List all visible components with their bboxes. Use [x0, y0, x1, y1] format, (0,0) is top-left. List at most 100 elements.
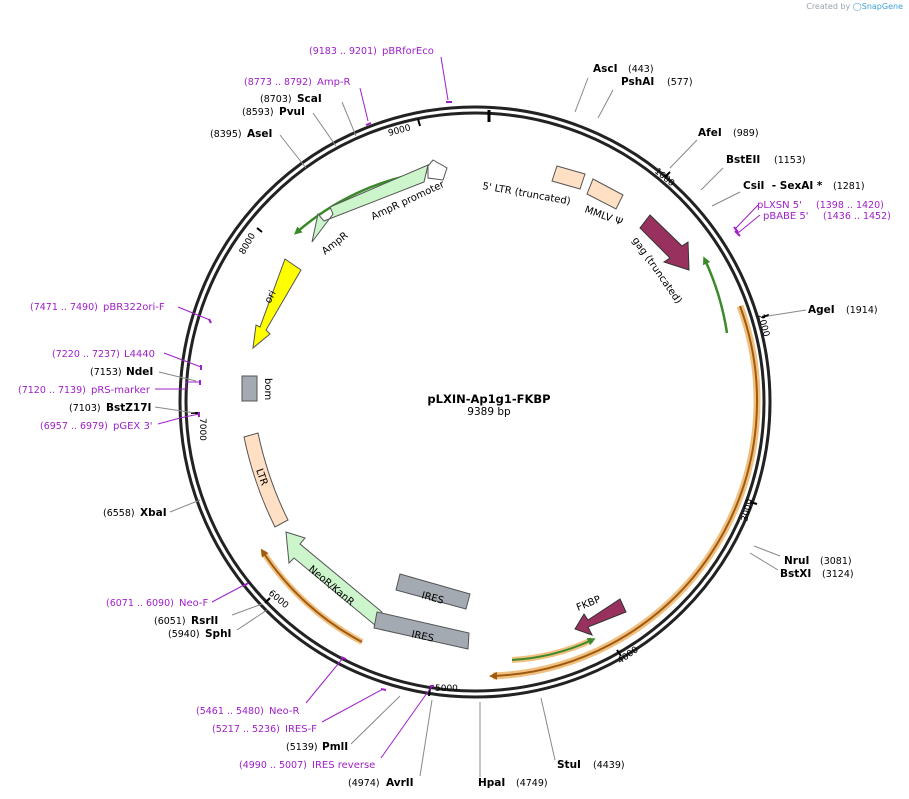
enzyme-pos: (6051): [154, 616, 186, 627]
enzyme-pos: (7153): [90, 367, 122, 378]
enzyme-pos: (989): [733, 128, 759, 139]
backbone-inner: [184, 111, 766, 693]
primer-ires-f[interactable]: (5217 .. 5236)IRES-F: [212, 724, 317, 735]
orf-gag: [703, 256, 729, 334]
orf-fkbp: [511, 638, 596, 661]
feature-mmlv-psi: [586, 178, 624, 210]
enzyme-pos: (1153): [774, 155, 806, 166]
enzyme-pos: (3081): [820, 556, 852, 567]
primer-name: pBRforEco: [382, 46, 434, 57]
enzyme-name: StuI: [557, 759, 581, 771]
enzyme-pos: (443): [628, 64, 654, 75]
enzyme-nruI[interactable]: NruI(3081): [784, 555, 852, 567]
primer-pos: (8773 .. 8792): [244, 77, 312, 88]
feature-neor: [285, 531, 383, 627]
feature-ampr-promoter: [427, 159, 448, 181]
enzyme-stuI[interactable]: StuI (4439): [557, 759, 625, 771]
primer-pbrforeco[interactable]: (9183 .. 9201) pBRforEco: [309, 46, 434, 57]
primer-pgex3[interactable]: (6957 .. 6979)pGEX 3': [40, 421, 153, 432]
primer-name: pBR322ori-F: [103, 302, 165, 313]
enzyme-pos: (8395): [210, 129, 242, 140]
enzyme-bstEII[interactable]: BstEII(1153): [726, 154, 806, 166]
primer-l4440[interactable]: (7220 .. 7237)L4440: [52, 349, 155, 360]
orf-main-highlight: [492, 304, 761, 680]
backbone-outer: [178, 105, 772, 699]
orf-main: [489, 305, 759, 680]
enzyme-name: AvrII: [386, 777, 414, 789]
enzyme-xbaI[interactable]: (6558) XbaI: [103, 507, 167, 519]
credit: Created by ◯SnapGene: [806, 2, 903, 11]
enzyme-name: PvuI: [279, 106, 305, 118]
primer-name: Amp-R: [317, 77, 351, 88]
credit-brand: SnapGene: [861, 2, 903, 11]
tick-5000: 5000: [435, 684, 458, 694]
label-fkbp: FKBP: [575, 594, 602, 614]
primer-name: IRES-F: [285, 724, 317, 735]
enzyme-name: SphI: [205, 628, 231, 640]
orf-neo: [260, 548, 363, 643]
tick-8000: 8000: [238, 231, 258, 256]
primer-name: Neo-R: [269, 706, 300, 717]
enzyme-pshAI[interactable]: PshAI(577): [621, 76, 693, 88]
enzyme-name: XbaI: [140, 507, 167, 519]
enzyme-pos: (8703): [260, 94, 292, 105]
feature-ampr: [311, 164, 429, 243]
enzyme-csiI-sexAI[interactable]: CsiI - SexAI *(1281): [743, 180, 865, 192]
primer-name: pLXSN 5': [757, 200, 802, 211]
primer-name: pRS-marker: [91, 385, 151, 396]
feature-5ltr: [551, 165, 586, 190]
primer-ires-reverse[interactable]: (4990 .. 5007)IRES reverse: [239, 760, 375, 771]
enzyme-pvuI[interactable]: (8593)PvuI: [242, 106, 305, 118]
label-ires-2: IRES: [410, 629, 434, 644]
enzyme-rsrII[interactable]: (6051)RsrII: [154, 615, 218, 627]
primer-pbabe5[interactable]: pBABE 5'(1436 .. 1452): [763, 211, 891, 222]
tick-7000: 7000: [197, 418, 207, 441]
enzyme-pos: (6558): [103, 508, 135, 519]
primer-name: Neo-F: [179, 598, 209, 609]
enzyme-name: AscI: [593, 63, 618, 75]
label-ampr: AmpR: [320, 230, 350, 257]
primer-neo-r[interactable]: (5461 .. 5480)Neo-R: [196, 706, 300, 717]
enzyme-ageI[interactable]: AgeI(1914): [808, 304, 878, 316]
primer-pos: (9183 .. 9201): [309, 46, 377, 57]
enzyme-name: NdeI: [126, 366, 153, 378]
enzyme-ascI[interactable]: AscI (443): [593, 63, 654, 75]
plasmid-name: pLXIN-Ap1g1-FKBP: [427, 392, 550, 406]
enzyme-pos: (1914): [846, 305, 878, 316]
enzyme-name: AseI: [247, 128, 272, 140]
primer-name: IRES reverse: [312, 760, 375, 771]
enzyme-bstZ17I[interactable]: (7103)BstZ17I: [69, 402, 151, 414]
enzyme-scaI[interactable]: (8703)ScaI: [260, 93, 322, 105]
tick-3000: 3000: [740, 498, 756, 523]
enzyme-afeI[interactable]: AfeI (989): [698, 127, 759, 139]
enzyme-pos: (3124): [822, 569, 854, 580]
primer-neo-f[interactable]: (6071 .. 6090)Neo-F: [106, 598, 209, 609]
enzyme-name: CsiI - SexAI *: [743, 180, 823, 192]
label-mmlv: MMLV Ψ: [583, 204, 624, 228]
enzyme-hpaI[interactable]: HpaI(4749): [478, 777, 548, 789]
primer-pos: (1398 .. 1420): [816, 200, 884, 211]
leader-lines: [154, 56, 807, 777]
label-5ltr: 5' LTR (truncated): [481, 181, 571, 207]
feature-bom: [241, 375, 258, 402]
primer-plxsn5[interactable]: pLXSN 5' (1398 .. 1420): [757, 200, 884, 211]
primer-pos: (7471 .. 7490): [30, 302, 98, 313]
enzyme-sphI[interactable]: (5940)SphI: [168, 628, 231, 640]
enzyme-name: BstXI: [780, 568, 811, 580]
primer-pos: (7220 .. 7237): [52, 349, 120, 360]
tick-6000: 6000: [266, 589, 290, 612]
enzyme-avrII[interactable]: (4974)AvrII: [348, 777, 414, 789]
enzyme-pos: (4439): [593, 760, 625, 771]
primer-prs-marker[interactable]: (7120 .. 7139) pRS-marker: [18, 385, 151, 396]
primer-pos: (7120 .. 7139): [18, 385, 86, 396]
enzyme-aseI[interactable]: (8395) AseI: [210, 128, 272, 140]
enzyme-name: AfeI: [698, 127, 722, 139]
label-ori: ori: [263, 289, 279, 306]
primer-pbr322ori-f[interactable]: (7471 .. 7490) pBR322ori-F: [30, 302, 165, 313]
enzyme-name: PshAI: [621, 76, 654, 88]
primer-amp-r[interactable]: (8773 .. 8792) Amp-R: [244, 77, 351, 88]
enzyme-pmlI[interactable]: (5139)PmlI: [286, 741, 348, 753]
enzyme-name: PmlI: [322, 741, 348, 753]
enzyme-ndeI[interactable]: (7153) NdeI: [90, 366, 153, 378]
enzyme-bstXI[interactable]: BstXI (3124): [780, 568, 854, 580]
